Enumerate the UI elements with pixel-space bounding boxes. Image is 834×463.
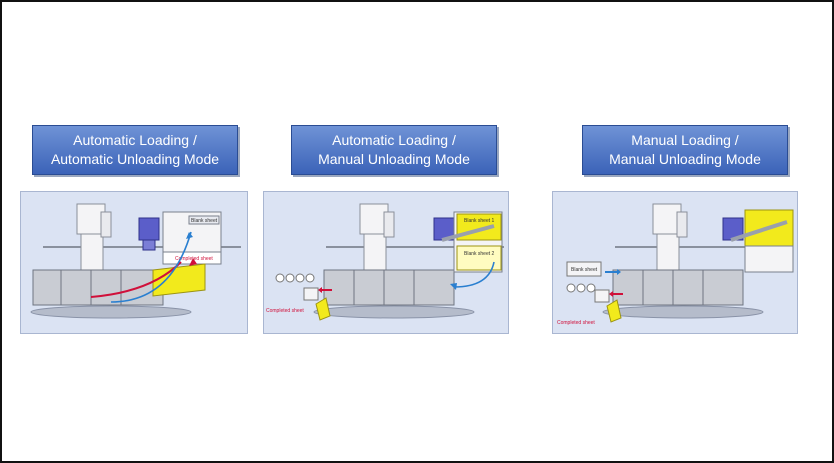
arrow-load [110,231,192,303]
mode-diagram: Blank sheet 1 Blank sheet 2 Completed sh… [263,191,509,334]
label-completed-sheet: Completed sheet [557,320,595,326]
mode-title-line1: Automatic Loading / [73,132,197,148]
mode-title: Automatic Loading / Automatic Unloading … [32,125,238,175]
label-completed-sheet: Completed sheet [266,308,304,314]
label-completed-sheet: Completed sheet [175,256,213,262]
label-blank-sheet: Blank sheet [191,218,218,224]
mode-diagram: Blank sheet Completed sheet [552,191,798,334]
yellow-sheet [152,263,206,297]
label-blank-sheet: Blank sheet [571,267,598,273]
mode-title-line2: Manual Unloading Mode [318,151,470,167]
robot-loader [138,217,160,241]
mode-title-line2: Automatic Unloading Mode [50,151,220,167]
mode-title: Automatic Loading / Manual Unloading Mod… [291,125,497,175]
machine-bed [32,269,164,306]
label-blank-sheet-1: Blank sheet 1 [464,218,495,224]
label-blank-sheet-2: Blank sheet 2 [464,251,495,257]
mode-diagram: Blank sheet Completed sheet [20,191,248,334]
mode-title: Manual Loading / Manual Unloading Mode [582,125,788,175]
mode-title-line2: Manual Unloading Mode [609,151,761,167]
mode-title-line1: Automatic Loading / [332,132,456,148]
machine-base [30,305,192,319]
mode-title-line1: Manual Loading / [631,132,739,148]
